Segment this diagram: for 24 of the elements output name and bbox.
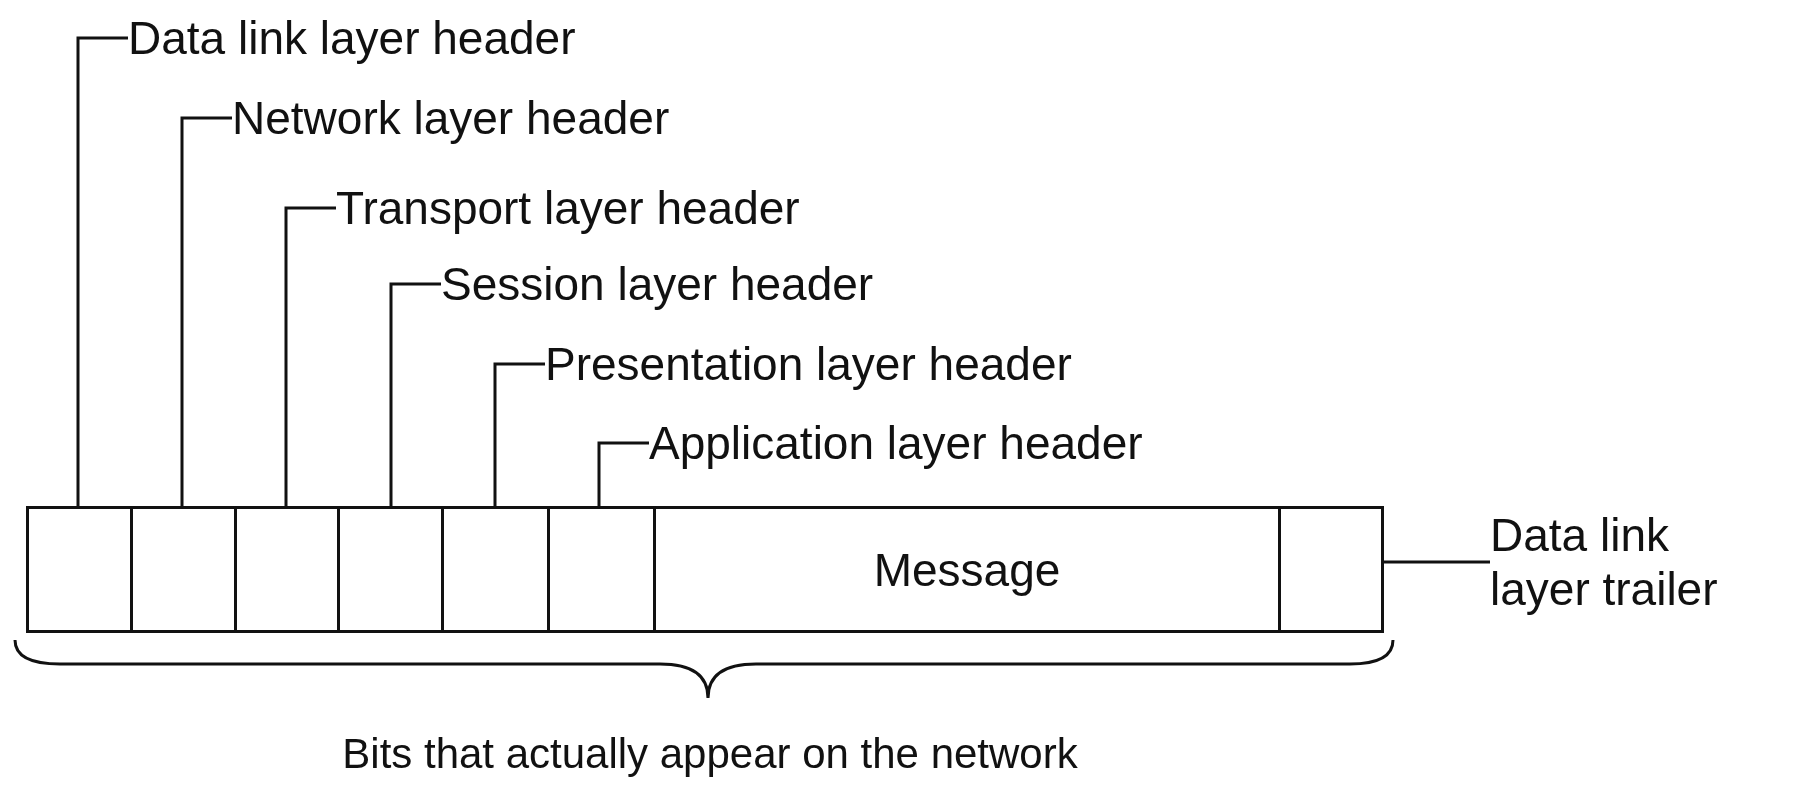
- header-cell: [1278, 506, 1384, 633]
- callout-label: Session layer header: [441, 256, 874, 312]
- callout-label: Data link layer trailer: [1490, 508, 1775, 616]
- header-cell: [26, 506, 133, 633]
- callout-label: Application layer header: [649, 415, 1143, 471]
- header-cell: [547, 506, 656, 633]
- cell-label: Message: [873, 542, 1061, 597]
- leader-line: [597, 441, 649, 506]
- leader-line: [76, 36, 128, 506]
- brace-caption: Bits that actually appear on the network: [341, 729, 1079, 779]
- message-cell: [653, 506, 1281, 633]
- callout-label: Presentation layer header: [545, 336, 1072, 392]
- leader-line: [1384, 560, 1490, 564]
- header-cell: [234, 506, 340, 633]
- leader-line: [389, 282, 441, 506]
- callout-label: Network layer header: [232, 90, 670, 146]
- callout-label: Data link layer header: [128, 10, 576, 66]
- callout-label: Transport layer header: [336, 180, 800, 236]
- header-cell: [130, 506, 237, 633]
- header-cell: [441, 506, 550, 633]
- leader-line: [493, 362, 545, 506]
- header-cell: [337, 506, 444, 633]
- leader-line: [284, 206, 336, 506]
- leader-line: [180, 116, 232, 506]
